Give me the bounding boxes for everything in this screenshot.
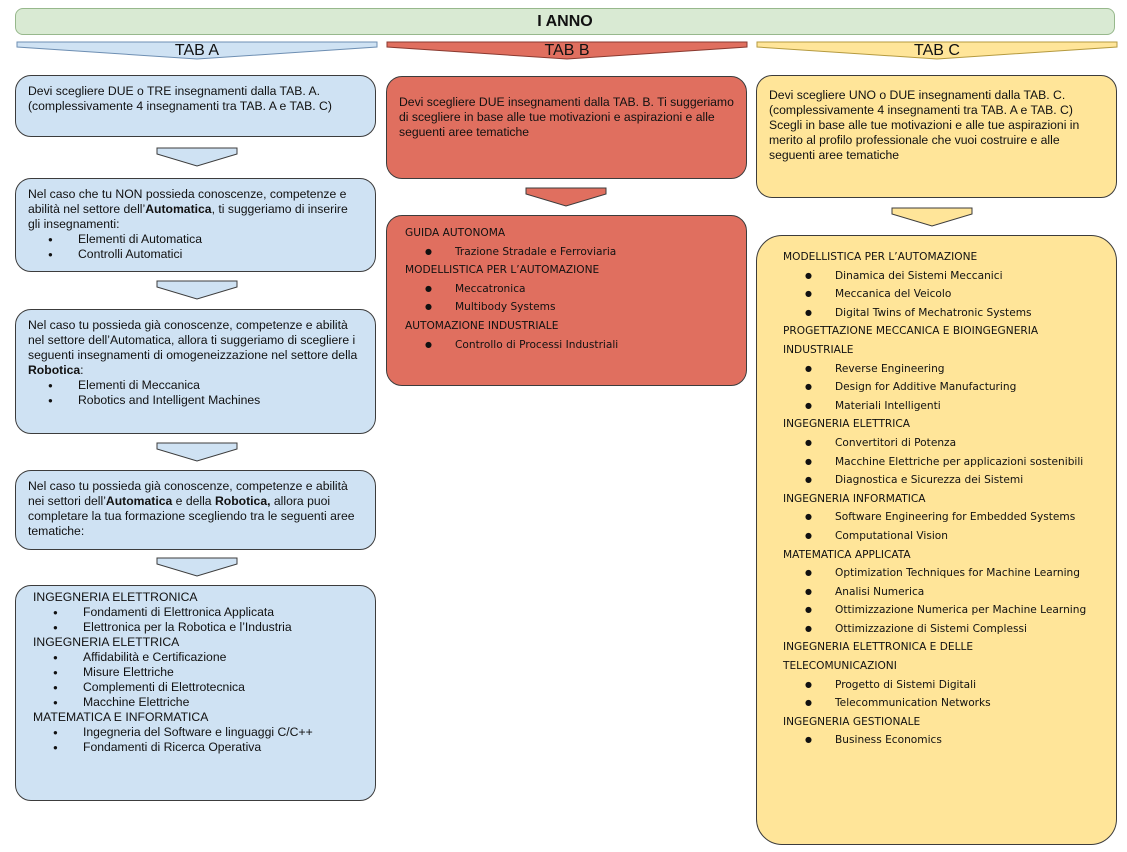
- list-item: Multibody Systems: [405, 298, 734, 317]
- tab-b-intro-text: Devi scegliere DUE insegnamenti dalla TA…: [399, 95, 734, 139]
- list-item: Design for Additive Manufacturing: [783, 378, 1088, 397]
- list-item: Elettronica per la Robotica e l’Industri…: [33, 620, 363, 635]
- list-item: Fondamenti di Ricerca Operativa: [33, 740, 363, 755]
- tab-c-intro-text: Devi scegliere UNO o DUE insegnamenti da…: [769, 88, 1080, 162]
- list-item: Elementi di Meccanica: [28, 378, 363, 393]
- case2-bold: Robotica: [28, 363, 81, 377]
- tab-a-case-no-automation: Nel caso che tu NON possieda conoscenze,…: [15, 178, 376, 272]
- tab-a-intro-box: Devi scegliere DUE o TRE insegnamenti da…: [15, 75, 376, 137]
- list-item: Trazione Stradale e Ferroviaria: [405, 243, 734, 262]
- tab-b-header-shape: [386, 41, 748, 60]
- flow-arrow-icon: [156, 442, 238, 462]
- list-item: Business Economics: [783, 731, 1088, 750]
- case2-text-end: :: [80, 363, 84, 377]
- area-heading: INGEGNERIA ELETTRONICA: [33, 590, 198, 604]
- list-item: Fondamenti di Elettronica Applicata: [33, 605, 363, 620]
- list-item: Elementi di Automatica: [28, 232, 363, 247]
- tab-c-areas-box: MODELLISTICA PER L’AUTOMAZIONE Dinamica …: [756, 235, 1117, 845]
- flow-arrow-icon: [156, 147, 238, 167]
- tab-a-areas-box: INGEGNERIA ELETTRONICA Fondamenti di Ele…: [15, 585, 376, 801]
- case3-text: Nel caso tu possieda già conoscenze, com…: [28, 479, 348, 508]
- case3-text-end: allora puoi completare la tua formazione…: [28, 494, 355, 538]
- area-heading: INGEGNERIA GESTIONALE: [783, 715, 921, 728]
- tab-c-intro-box: Devi scegliere UNO o DUE insegnamenti da…: [756, 75, 1117, 198]
- area-heading: MATEMATICA APPLICATA: [783, 548, 911, 561]
- year-banner: I ANNO: [15, 8, 1115, 35]
- area-heading: INGEGNERIA ELETTRICA: [783, 418, 911, 431]
- list-item: Analisi Numerica: [783, 583, 1088, 602]
- list-item: Macchine Elettriche: [33, 695, 363, 710]
- area-heading: AUTOMAZIONE INDUSTRIALE: [405, 319, 559, 332]
- list-item: Macchine Elettriche per applicazioni sos…: [783, 453, 1088, 472]
- case3-bold-robotica: Robotica,: [214, 494, 271, 508]
- list-item: Progetto di Sistemi Digitali: [783, 676, 1088, 695]
- list-item: Controlli Automatici: [28, 247, 363, 262]
- list-item: Meccatronica: [405, 280, 734, 299]
- area-heading: MATEMATICA E INFORMATICA: [33, 710, 209, 724]
- tab-b-areas-box: GUIDA AUTONOMA Trazione Stradale e Ferro…: [386, 215, 747, 386]
- list-item: Digital Twins of Mechatronic Systems: [783, 304, 1088, 323]
- area-heading: INGEGNERIA INFORMATICA: [783, 492, 926, 505]
- list-item: Controllo di Processi Industriali: [405, 336, 734, 355]
- tab-a-intro-text: Devi scegliere DUE o TRE insegnamenti da…: [28, 84, 332, 113]
- list-item: Ottimizzazione di Sistemi Complessi: [783, 620, 1088, 639]
- list-item: Telecommunication Networks: [783, 694, 1088, 713]
- tab-a-case-both: Nel caso tu possieda già conoscenze, com…: [15, 470, 376, 550]
- tab-a-case-robotics: Nel caso tu possieda già conoscenze, com…: [15, 309, 376, 434]
- case1-text: Nel caso che tu NON possieda conoscenze,…: [28, 187, 347, 216]
- flow-arrow-icon: [156, 557, 238, 577]
- area-heading: PROGETTAZIONE MECCANICA E BIOINGEGNERIA …: [783, 325, 1039, 356]
- tab-a-header-shape: [16, 41, 378, 60]
- flow-arrow-icon: [891, 207, 973, 227]
- flow-arrow-icon: [156, 280, 238, 300]
- tab-b-label: TAB B: [544, 42, 590, 59]
- list-item: Materiali Intelligenti: [783, 397, 1088, 416]
- list-item: Complementi di Elettrotecnica: [33, 680, 363, 695]
- tab-b-intro-box: Devi scegliere DUE insegnamenti dalla TA…: [386, 76, 747, 179]
- case3-bold-automatica: Automatica: [105, 494, 173, 508]
- list-item: Computational Vision: [783, 527, 1088, 546]
- tab-a-label: TAB A: [174, 42, 220, 59]
- case3-text-mid: e della: [172, 494, 215, 508]
- flow-arrow-icon: [525, 187, 607, 207]
- case1-bold: Automatica: [145, 202, 212, 216]
- list-item: Affidabilità e Certificazione: [33, 650, 363, 665]
- case2-text: Nel caso tu possieda già conoscenze, com…: [28, 318, 358, 362]
- list-item: Misure Elettriche: [33, 665, 363, 680]
- tab-c-header-shape: [756, 41, 1118, 60]
- list-item: Convertitori di Potenza: [783, 434, 1088, 453]
- list-item: Reverse Engineering: [783, 360, 1088, 379]
- area-heading: INGEGNERIA ELETTRICA: [33, 635, 180, 649]
- area-heading: GUIDA AUTONOMA: [405, 227, 506, 239]
- case1-text-end: , ti suggeriamo di inserire gli insegnam…: [28, 202, 348, 231]
- list-item: Meccanica del Veicolo: [783, 285, 1088, 304]
- list-item: Robotics and Intelligent Machines: [28, 393, 363, 408]
- list-item: Ottimizzazione Numerica per Machine Lear…: [783, 601, 1088, 620]
- area-heading: MODELLISTICA PER L’AUTOMAZIONE: [783, 251, 978, 263]
- list-item: Software Engineering for Embedded System…: [783, 508, 1088, 527]
- area-heading: MODELLISTICA PER L’AUTOMAZIONE: [405, 264, 600, 277]
- tab-c-label: TAB C: [914, 42, 960, 59]
- area-heading: INGEGNERIA ELETTRONICA E DELLE TELECOMUN…: [783, 641, 974, 673]
- list-item: Dinamica dei Sistemi Meccanici: [783, 267, 1088, 286]
- list-item: Ingegneria del Software e linguaggi C/C+…: [33, 725, 363, 740]
- list-item: Optimization Techniques for Machine Lear…: [783, 564, 1088, 583]
- list-item: Diagnostica e Sicurezza dei Sistemi: [783, 471, 1088, 490]
